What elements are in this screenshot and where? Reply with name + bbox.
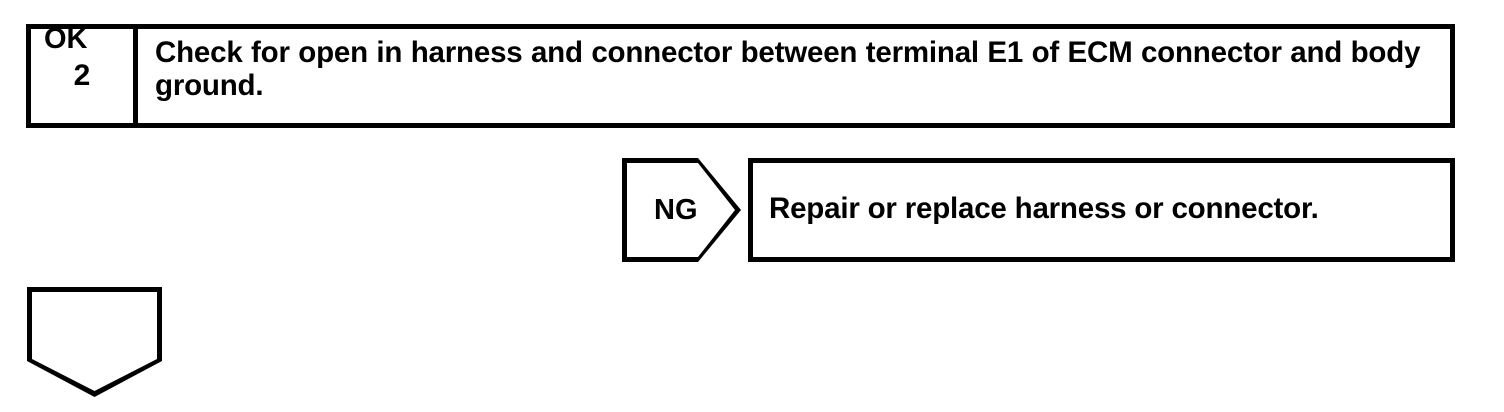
ng-arrow-tag: NG (622, 158, 741, 262)
step-row: 2 Check for open in harness and connecto… (26, 24, 1455, 128)
ok-arrow-tag (27, 287, 162, 397)
ng-branch: NG Repair or replace harness or connecto… (622, 158, 1455, 262)
step-instruction-text: Check for open in harness and connector … (155, 36, 1421, 102)
ng-result-box: Repair or replace harness or connector. (748, 158, 1455, 262)
step-instruction-cell: Check for open in harness and connector … (138, 29, 1450, 123)
ok-arrow-tag-inner (32, 292, 157, 391)
step-number: 2 (73, 59, 91, 92)
ng-arrow-tag-inner: NG (627, 163, 735, 257)
step-number-cell: 2 (31, 29, 138, 123)
ok-tag-label: OK (44, 23, 88, 55)
ng-result-text: Repair or replace harness or connector. (769, 191, 1319, 225)
ng-tag-label: NG (654, 193, 698, 226)
